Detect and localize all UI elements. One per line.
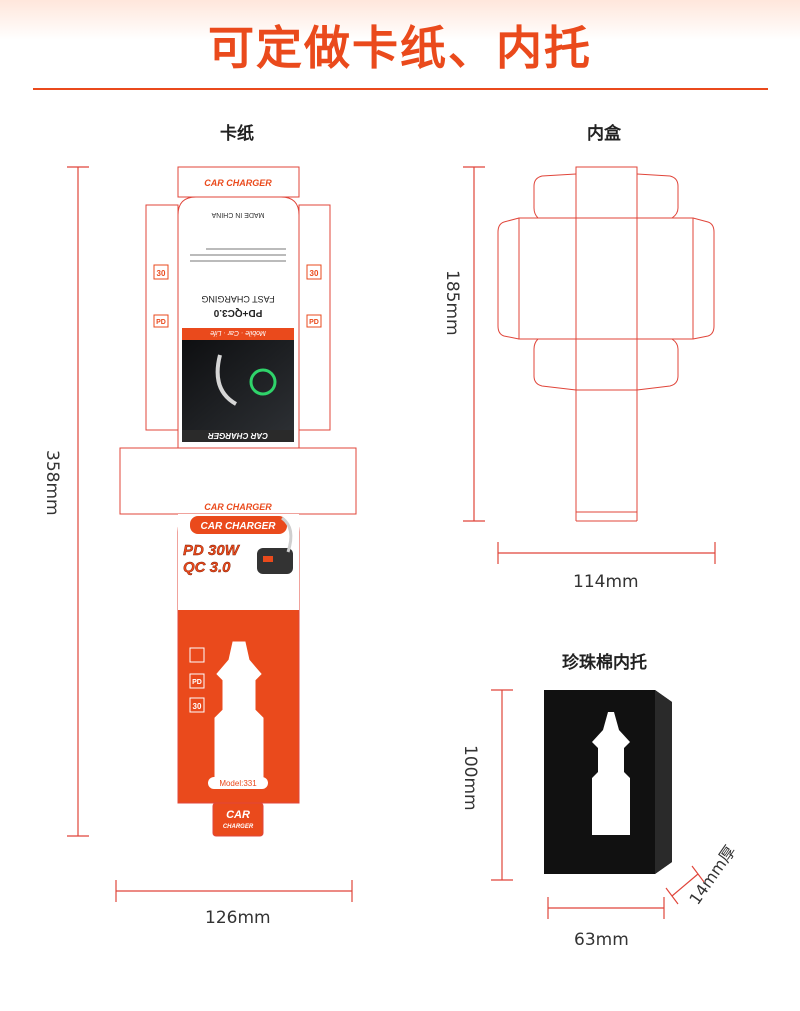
front-brand: CAR CHARGER (201, 521, 277, 532)
back-tagline: Mobile · Car · Life (210, 329, 266, 336)
right-flap-pd-icon: PD (309, 319, 319, 326)
front-30-icon: 30 (193, 702, 202, 711)
card-width-dimension: 126mm (205, 908, 271, 928)
inner-box-section-label: 内盒 (587, 124, 621, 144)
right-flap-30-icon: 30 (310, 269, 319, 278)
back-fast-charging: FAST CHARGING (201, 294, 274, 304)
card-width-dimension-line (115, 880, 353, 902)
foam-width-dimension-line (547, 897, 665, 919)
card-section-label: 卡纸 (220, 124, 254, 144)
front-product-window (214, 641, 264, 781)
foam-insert (544, 690, 672, 874)
front-badge-line2: QC 3.0 (183, 559, 231, 576)
card-back-panel: MADE IN CHINA Mobile · Car · Life PD+QC3… (177, 196, 300, 449)
tab-charger: CHARGER (223, 824, 254, 830)
front-badge-line1: PD 30W (183, 542, 241, 559)
card-top-flap: CAR CHARGER (177, 166, 300, 198)
back-made-in-china: MADE IN CHINA (211, 211, 264, 218)
card-front-panel: CAR CHARGER PD 30W QC 3.0 PD 30 Model:33… (177, 513, 300, 804)
foam-product-cutout (592, 712, 630, 835)
inner-box-width-dimension-line (497, 542, 716, 564)
back-brand: CAR CHARGER (208, 431, 268, 440)
top-flap-brand: CAR CHARGER (204, 178, 272, 188)
card-right-side-flap: 30 PD (298, 204, 331, 431)
left-flap-pd-icon: PD (156, 319, 166, 326)
title-divider (33, 88, 768, 90)
header-glow (0, 0, 800, 40)
foam-width-dimension: 63mm (574, 930, 629, 950)
foam-thickness-dimension-line (665, 865, 705, 905)
tab-car: CAR (226, 809, 250, 821)
inner-box-height-dimension-line (463, 166, 485, 522)
left-flap-30-icon: 30 (157, 269, 166, 278)
front-model: Model:331 (219, 779, 257, 788)
inner-box-width-dimension: 114mm (573, 572, 639, 592)
card-left-side-flap: 30 PD (145, 204, 179, 431)
bottom-fold-brand: CAR CHARGER (204, 502, 272, 512)
inner-box-dieline (497, 166, 715, 522)
foam-height-dimension-line (491, 689, 513, 881)
card-height-dimension-line (67, 166, 89, 837)
back-pd-qc: PD+QC3.0 (213, 307, 262, 318)
card-hang-tab: CAR CHARGER (212, 802, 264, 837)
foam-section-label: 珍珠棉内托 (562, 653, 647, 673)
page-title: 可定做卡纸、内托 (208, 21, 592, 75)
card-bottom-fold (119, 447, 357, 515)
front-pd-icon: PD (192, 679, 202, 686)
